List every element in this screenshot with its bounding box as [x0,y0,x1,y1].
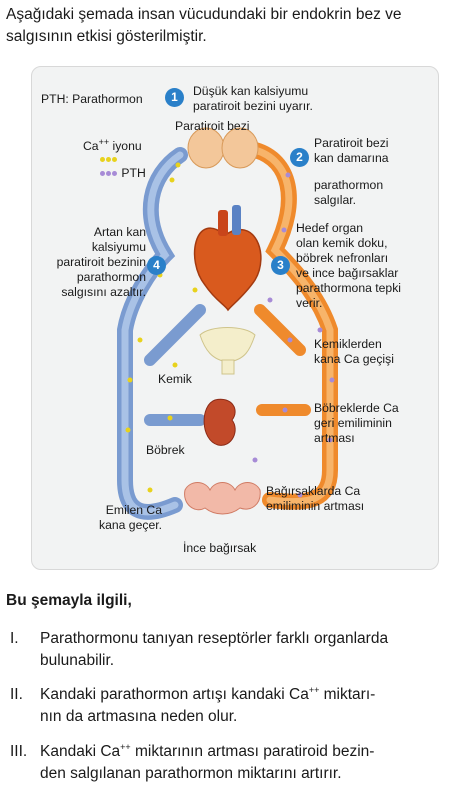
ca-legend-dots [100,152,118,167]
emilen-ca-label: Emilen Ca kana geçer. [98,503,162,532]
question-title: Bu şemayla ilgili, [6,592,132,609]
bagirsak-side-label: Bağırsaklarda Ca emiliminin artması [266,484,365,513]
pth-dot-legend: PTH [100,166,146,181]
step-4-text: Artan kan kalsiyumu paratiroit bezinin p… [56,225,146,299]
pth-legend: PTH: Parathormon [41,92,143,106]
pth-dots [252,172,335,498]
bone [199,327,256,363]
kidney [203,398,236,446]
step-2-text: Paratiroit bezi kan damarına parathormon… [314,136,389,207]
statement-2: II. Kandaki parathormon artışı kandaki C… [10,684,376,725]
bobrek-side-label: Böbreklerde Ca geri emiliminin artması [314,401,399,445]
vein-branches [144,304,206,426]
step-badge-2: 2 [290,148,309,167]
step-badge-1: 1 [165,88,184,107]
heart [193,227,262,312]
ca-dots [125,162,198,493]
statement-3: III. Kandaki Ca++ miktarının artması par… [10,741,375,782]
gland-label: Paratiroit bezi [175,119,250,133]
step-3-text: Hedef organ olan kemik doku, böbrek nefr… [296,221,402,310]
statement-1: I. Parathormonu tanıyan reseptörler fark… [10,630,389,669]
bobrek-label: Böbrek [146,443,185,457]
parathyroid-gland-right [221,127,259,169]
kemik-label: Kemik [158,372,192,386]
step-1-text: Düşük kan kalsiyumu paratiroit bezini uy… [193,84,313,113]
ca-legend: Ca++ iyonu [83,136,142,153]
artery-branches [254,304,311,416]
intro-text: Aşağıdaki şemada insan vücudundaki bir e… [6,6,402,45]
ince-bagirsak-label: İnce bağırsak [183,541,257,555]
intestine [184,482,261,515]
step-badge-3: 3 [271,256,290,275]
step-badge-4: 4 [147,256,166,275]
kemik-side-label: Kemiklerden kana Ca geçişi [314,337,394,366]
parathyroid-gland-left [187,127,225,169]
